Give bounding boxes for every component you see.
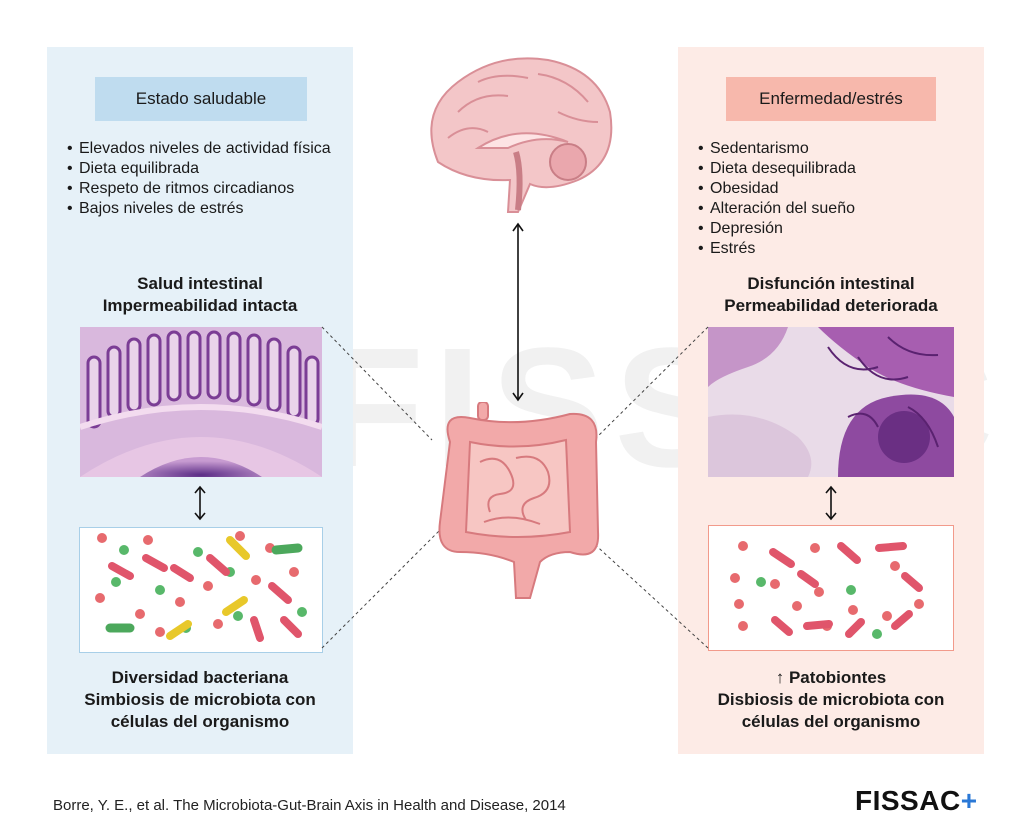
disease-double-arrow bbox=[824, 485, 838, 521]
caption-line: Disfunción intestinal bbox=[747, 274, 915, 293]
caption-line: Salud intestinal bbox=[137, 274, 263, 293]
disease-factor-item: Sedentarismo bbox=[698, 139, 856, 159]
gut-brain-arrow bbox=[511, 222, 525, 402]
healthy-state-panel: Estado saludable Elevados niveles de act… bbox=[47, 47, 353, 754]
fissac-logo: FISSAC+ bbox=[855, 785, 978, 816]
disease-bacteria-box bbox=[708, 525, 954, 651]
disease-state-panel: Enfermedad/estrés Sedentarismo Dieta des… bbox=[678, 47, 984, 754]
healthy-double-arrow bbox=[193, 485, 207, 521]
disease-factor-item: Obesidad bbox=[698, 179, 856, 199]
disease-factor-item: Estrés bbox=[698, 239, 856, 259]
caption-line: Diversidad bacteriana bbox=[111, 668, 289, 687]
disease-factors-list: Sedentarismo Dieta desequilibrada Obesid… bbox=[698, 139, 856, 259]
caption-line: Disbiosis de microbiota con bbox=[717, 690, 945, 709]
intestine-icon bbox=[430, 402, 606, 602]
disease-factor-item: Alteración del sueño bbox=[698, 199, 856, 219]
caption-line: células del organismo bbox=[110, 712, 290, 731]
healthy-factor-item: Respeto de ritmos circadianos bbox=[67, 179, 331, 199]
healthy-bacteria-box bbox=[79, 527, 323, 653]
disease-intestine-caption: Disfunción intestinal Permeabilidad dete… bbox=[678, 273, 984, 317]
disease-histology-image bbox=[708, 327, 954, 477]
disease-factor-item: Dieta desequilibrada bbox=[698, 159, 856, 179]
healthy-state-title: Estado saludable bbox=[95, 77, 307, 121]
healthy-microbiota-caption: Diversidad bacteriana Simbiosis de micro… bbox=[47, 667, 353, 733]
healthy-histology-image bbox=[80, 327, 322, 477]
healthy-intestine-caption: Salud intestinal Impermeabilidad intacta bbox=[47, 273, 353, 317]
healthy-factor-item: Dieta equilibrada bbox=[67, 159, 331, 179]
disease-microbiota-caption: ↑ Patobiontes Disbiosis de microbiota co… bbox=[678, 667, 984, 733]
caption-line: Impermeabilidad intacta bbox=[102, 296, 298, 315]
caption-line: Simbiosis de microbiota con bbox=[84, 690, 316, 709]
disease-state-title: Enfermedad/estrés bbox=[726, 77, 936, 121]
healthy-factor-item: Elevados niveles de actividad física bbox=[67, 139, 331, 159]
citation-text: Borre, Y. E., et al. The Microbiota-Gut-… bbox=[53, 797, 566, 814]
caption-line: células del organismo bbox=[741, 712, 921, 731]
healthy-factors-list: Elevados niveles de actividad física Die… bbox=[67, 139, 331, 219]
disease-factor-item: Depresión bbox=[698, 219, 856, 239]
brain-icon bbox=[418, 52, 618, 218]
caption-line: ↑ Patobiontes bbox=[775, 668, 887, 687]
healthy-factor-item: Bajos niveles de estrés bbox=[67, 199, 331, 219]
caption-line: Permeabilidad deteriorada bbox=[724, 296, 938, 315]
